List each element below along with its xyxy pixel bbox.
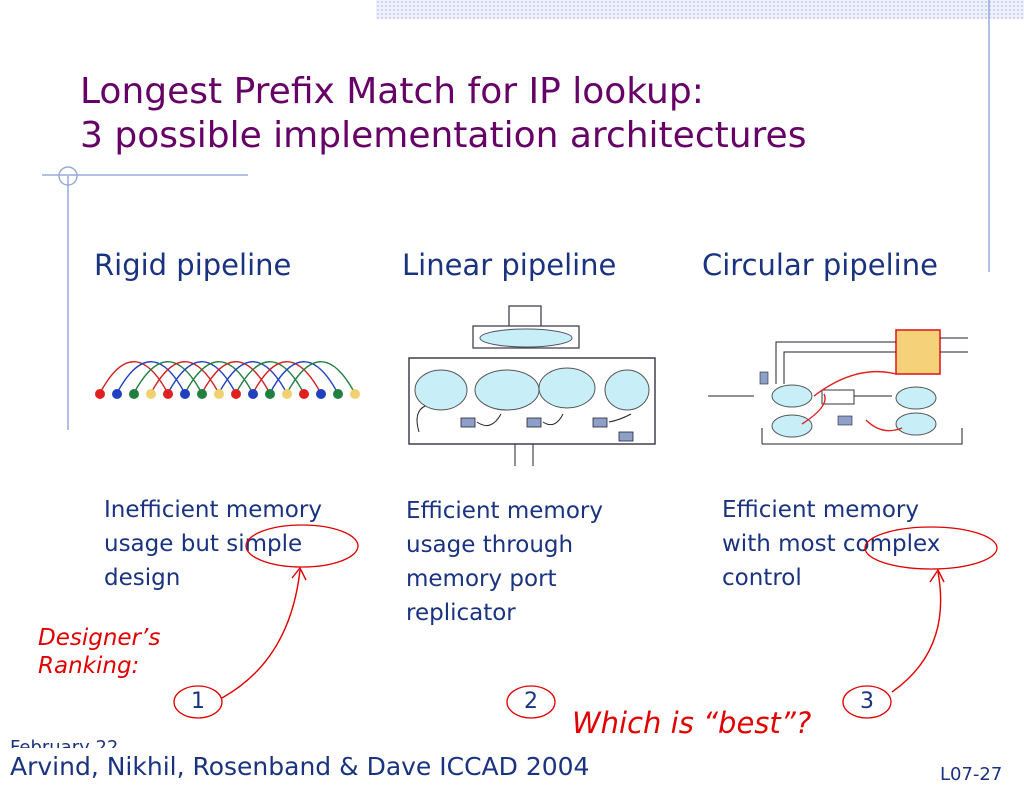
citation: Arvind, Nikhil, Rosenband & Dave ICCAD 2… <box>10 752 590 781</box>
rigid-pipeline-description: Inefficient memory usage but simple desi… <box>104 493 322 595</box>
designers-ranking-label: Designer’s Ranking: <box>38 624 160 680</box>
rank-2-ellipse <box>506 685 556 719</box>
circular-pipeline-heading: Circular pipeline <box>702 248 938 282</box>
rigid-pipeline-diagram <box>95 361 360 399</box>
top-pattern-band <box>376 0 1024 19</box>
linear-desc-line-3: memory port <box>406 566 557 592</box>
linear-desc-line-4: replicator <box>406 600 516 626</box>
ranking-label-line-1: Designer’s <box>38 625 161 651</box>
rank-1-number: 1 <box>191 689 205 714</box>
linear-pipeline-description: Efficient memory usage through memory po… <box>406 494 603 630</box>
title-line-2: 3 possible implementation architectures <box>80 115 807 156</box>
rank-3-number: 3 <box>860 689 874 714</box>
title-line-1: Longest Prefix Match for IP lookup: <box>80 71 704 112</box>
circular-pipeline-diagram <box>708 329 968 445</box>
rank-2-number: 2 <box>524 689 538 714</box>
circular-desc-line-1: Efficient memory <box>722 497 919 523</box>
linear-pipeline-diagram <box>408 305 656 466</box>
rank-1-ellipse <box>173 685 223 719</box>
complex-highlight-ellipse <box>864 526 998 570</box>
linear-pipeline-heading: Linear pipeline <box>402 248 617 282</box>
rigid-pipeline-heading: Rigid pipeline <box>94 248 292 282</box>
rank-1-arrow <box>221 569 301 699</box>
slide-number: L07-27 <box>940 764 1003 785</box>
rigid-desc-line-2: usage but simple <box>104 531 303 557</box>
date-text: February 22 <box>10 737 119 748</box>
circular-desc-line-2: with most complex <box>722 531 941 557</box>
linear-desc-line-1: Efficient memory <box>406 498 603 524</box>
circular-desc-line-3: control <box>722 565 802 591</box>
rank-3-ellipse <box>842 685 892 719</box>
which-is-best-question: Which is “best”? <box>572 706 812 740</box>
ranking-label-line-2: Ranking: <box>38 653 140 679</box>
rank-3-arrow <box>891 571 942 693</box>
rigid-desc-line-3: design <box>104 565 181 591</box>
date-footer: February 22 <box>10 724 190 748</box>
linear-desc-line-2: usage through <box>406 532 574 558</box>
slide-title: Longest Prefix Match for IP lookup: 3 po… <box>80 70 806 158</box>
simple-highlight-ellipse <box>245 524 359 568</box>
circular-pipeline-description: Efficient memory with most complex contr… <box>722 493 940 595</box>
rigid-desc-line-1: Inefficient memory <box>104 497 322 523</box>
